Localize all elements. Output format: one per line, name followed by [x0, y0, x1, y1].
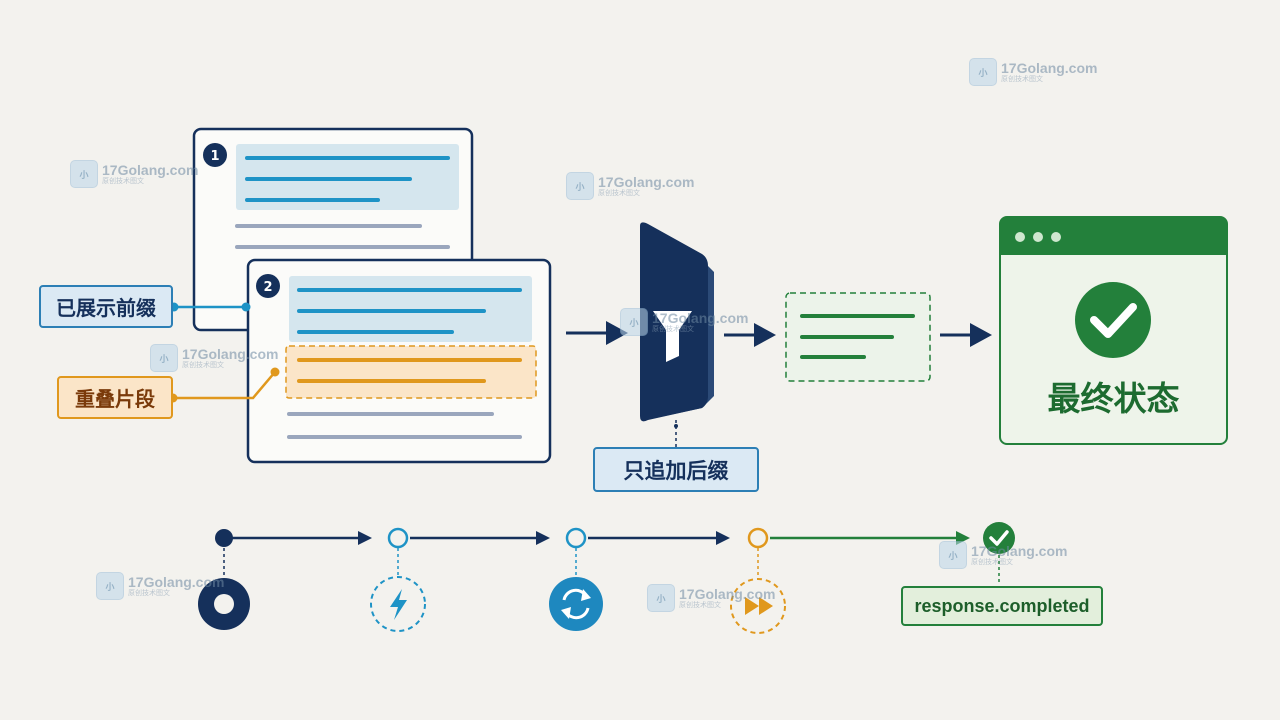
flow-arrow-2 — [724, 323, 776, 347]
timeline — [198, 522, 1015, 634]
timeline-node-2 — [387, 527, 409, 549]
overlap-fragment-label: 重叠片段 — [57, 376, 173, 419]
flow-arrow-3 — [940, 323, 992, 347]
timeline-node-3 — [565, 527, 587, 549]
overlap-region — [285, 345, 537, 399]
watermark-logo-icon: 小 — [647, 584, 675, 612]
response-completed-label: response.completed — [901, 586, 1103, 626]
shown-prefix-label: 已展示前缀 — [39, 285, 173, 328]
watermark-logo-icon: 小 — [70, 160, 98, 188]
watermark-logo-icon: 小 — [96, 572, 124, 600]
watermark-logo-icon: 小 — [939, 541, 967, 569]
final-state-label: 最终状态 — [1047, 379, 1180, 418]
document-card-2: 2 — [246, 258, 552, 464]
watermark-logo-icon: 小 — [969, 58, 997, 86]
watermark-logo-icon: 小 — [150, 344, 178, 372]
timeline-node-5 — [983, 522, 1015, 554]
timeline-node-1 — [215, 529, 233, 547]
badge-1-icon — [203, 143, 227, 167]
funnel-icon — [653, 311, 692, 362]
filter-device — [640, 222, 714, 448]
badge-2-text: 2 — [263, 280, 272, 295]
final-state-window — [999, 216, 1228, 445]
badge-1-text: 1 — [210, 149, 219, 164]
refresh-icon — [549, 577, 603, 631]
lightning-icon — [390, 589, 407, 620]
watermark-logo-icon: 小 — [620, 308, 648, 336]
timeline-node-4 — [747, 527, 769, 549]
badge-2-icon — [256, 274, 280, 298]
watermark-logo-icon: 小 — [566, 172, 594, 200]
append-suffix-only-label: 只追加后缀 — [593, 447, 759, 492]
flow-arrow-1 — [566, 321, 628, 345]
appended-suffix-card — [785, 292, 931, 382]
fast-forward-icon — [745, 597, 773, 615]
check-circle-icon — [1075, 282, 1151, 358]
